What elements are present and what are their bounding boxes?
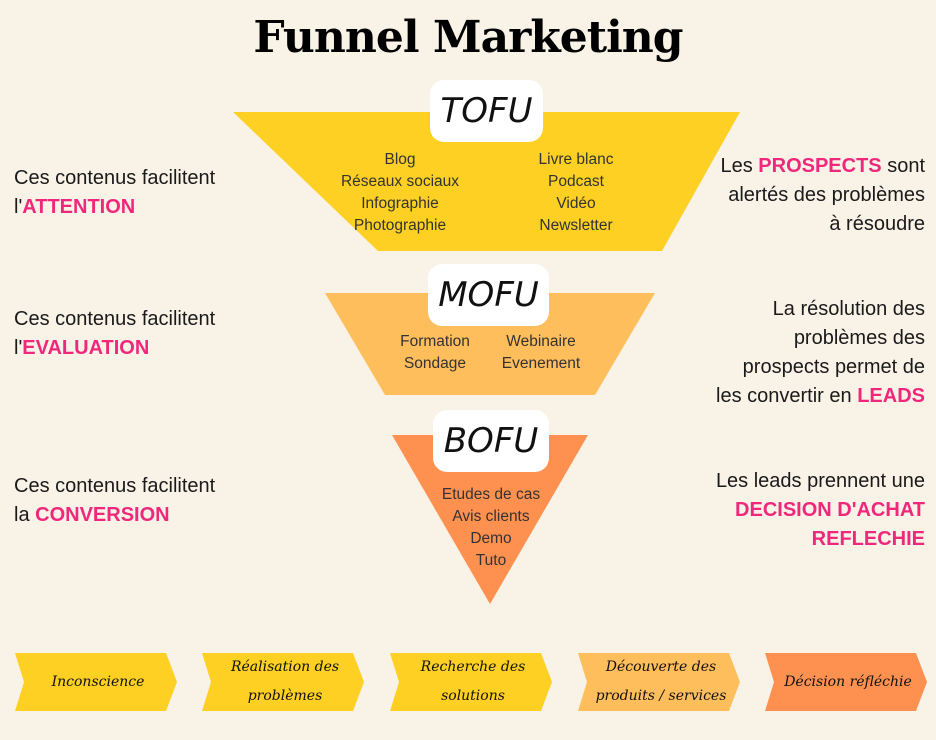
note-evaluation: Ces contenus facilitent l'EVALUATION — [14, 305, 215, 363]
tofu-trapezoid — [233, 112, 740, 251]
note-conversion: Ces contenus facilitent la CONVERSION — [14, 472, 215, 530]
stage-chevron-realisation: Réalisation des problèmes — [202, 653, 364, 711]
note-highlight: ATTENTION — [22, 196, 136, 218]
tofu-left-list: Blog Réseaux sociaux Infographie Photogr… — [320, 149, 480, 237]
list-item: Avis clients — [452, 508, 530, 525]
bofu-list: Etudes de cas Avis clients Demo Tuto — [420, 484, 562, 572]
stage-label: Réalisation des problèmes — [230, 659, 340, 704]
note-text: La résolution des — [772, 298, 925, 320]
note-text: problèmes des — [793, 327, 925, 349]
mofu-right-list: Webinaire Evenement — [480, 331, 602, 375]
list-item: Réseaux sociaux — [340, 173, 460, 190]
list-item: Etudes de cas — [441, 486, 541, 503]
list-item: Vidéo — [556, 195, 596, 212]
note-highlight: CONVERSION — [35, 504, 170, 526]
stage-chevron-decouverte: Découverte des produits / services — [578, 653, 740, 711]
note-text: prospects permet de — [742, 356, 925, 378]
tofu-label: TOFU — [430, 80, 543, 142]
note-highlight: DECISION D'ACHAT — [735, 499, 925, 521]
note-decision: Les leads prennent une DECISION D'ACHAT … — [716, 467, 925, 554]
list-item: Demo — [470, 530, 512, 547]
list-item: Livre blanc — [538, 151, 614, 168]
note-text: Les leads prennent une — [715, 470, 925, 492]
mofu-left-list: Formation Sondage — [375, 331, 495, 375]
note-highlight: EVALUATION — [22, 337, 150, 359]
funnel-shapes — [233, 112, 740, 604]
stage-chevron-inconscience: Inconscience — [15, 653, 177, 711]
list-item: Photographie — [353, 217, 447, 234]
stage-label: Décision réfléchie — [784, 673, 912, 690]
mofu-label: MOFU — [428, 264, 549, 326]
note-text: l' — [14, 337, 23, 359]
list-item: Newsletter — [539, 217, 613, 234]
note-text: la — [14, 504, 36, 526]
note-prospects: Les PROSPECTS sont alertés des problèmes… — [720, 152, 925, 239]
list-item: Webinaire — [506, 333, 576, 350]
list-item: Formation — [400, 333, 470, 350]
note-highlight: LEADS — [857, 385, 925, 407]
stage-label: Inconscience — [51, 673, 145, 690]
list-item: Tuto — [475, 552, 507, 569]
list-item: Podcast — [547, 173, 604, 190]
list-item: Blog — [384, 151, 416, 168]
note-text: à résoudre — [829, 213, 925, 235]
stage-chevron-recherche: Recherche des solutions — [390, 653, 552, 711]
note-leads: La résolution des problèmes des prospect… — [716, 295, 925, 411]
mofu-trapezoid — [325, 293, 655, 395]
list-item: Sondage — [403, 355, 467, 372]
bofu-triangle — [392, 435, 588, 604]
note-text: sont — [881, 155, 925, 177]
note-highlight: REFLECHIE — [811, 528, 925, 550]
note-attention: Ces contenus facilitent l'ATTENTION — [14, 164, 215, 222]
tofu-right-list: Livre blanc Podcast Vidéo Newsletter — [500, 149, 652, 237]
list-item: Evenement — [501, 355, 581, 372]
note-highlight: PROSPECTS — [758, 155, 882, 177]
bofu-label: BOFU — [433, 410, 549, 472]
note-text: Les — [720, 155, 759, 177]
note-text: l' — [14, 196, 23, 218]
stage-label: Recherche des solutions — [420, 659, 526, 704]
note-text: Ces contenus facilitent — [14, 475, 216, 497]
note-text: Ces contenus facilitent — [14, 308, 216, 330]
page-title: Funnel Marketing — [253, 12, 683, 63]
note-text: les convertir en — [716, 385, 858, 407]
stage-chevron-decision: Décision réfléchie — [765, 653, 927, 711]
stage-label: Découverte des produits / services — [595, 659, 727, 704]
note-text: alertés des problèmes — [728, 184, 925, 206]
list-item: Infographie — [361, 195, 439, 212]
note-text: Ces contenus facilitent — [14, 167, 216, 189]
